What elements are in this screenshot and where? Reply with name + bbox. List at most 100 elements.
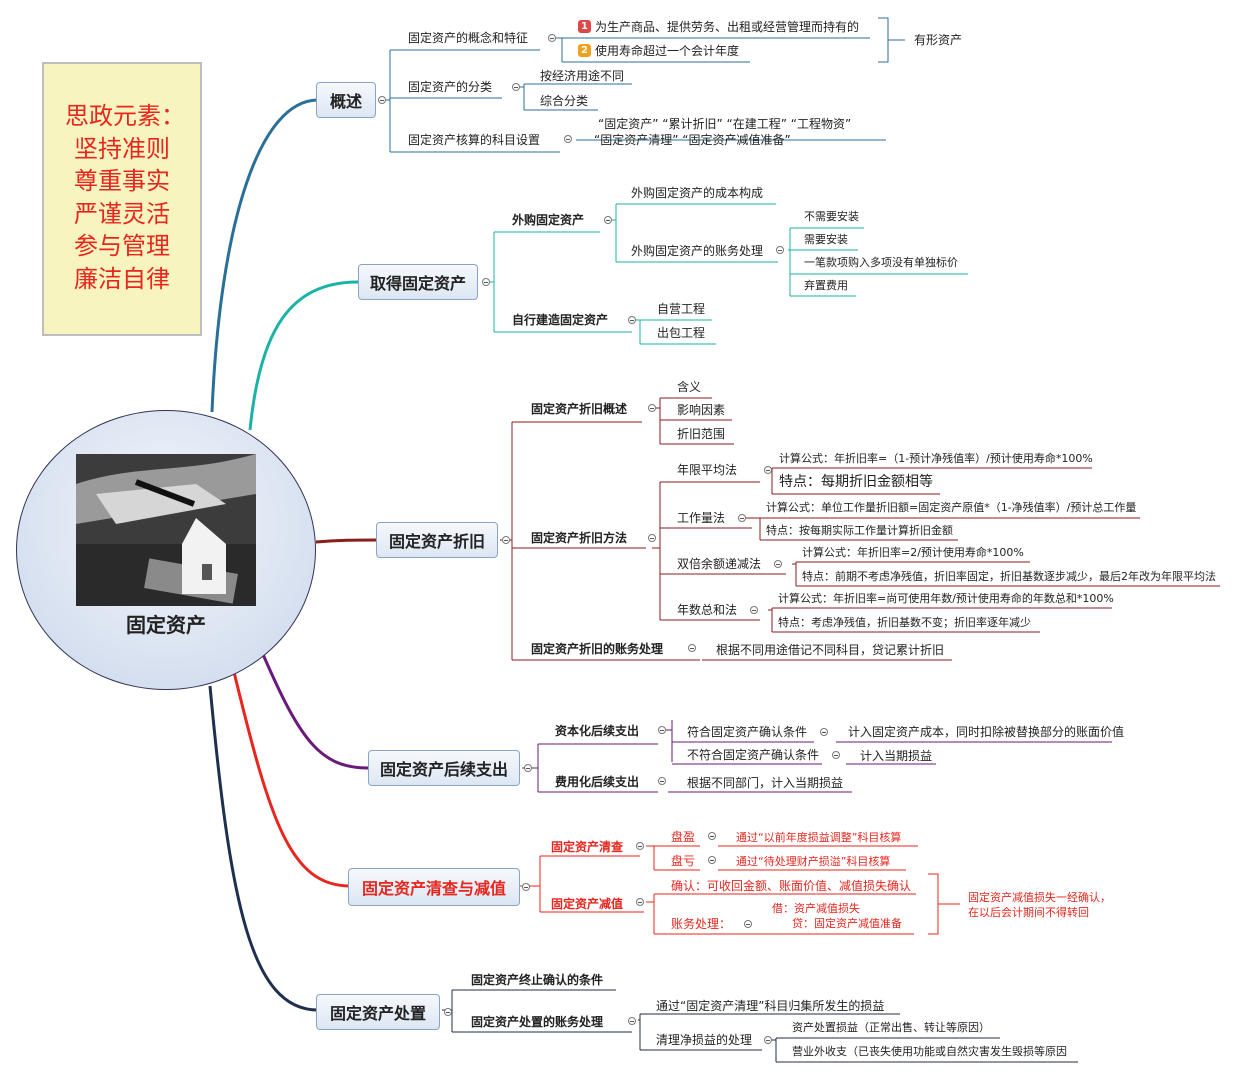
node-purchase-treatment[interactable]: 外购固定资产的账务处理 — [631, 244, 764, 258]
collapse-toggle-icon[interactable] — [750, 606, 758, 614]
collapse-toggle-icon[interactable] — [522, 883, 530, 891]
collapse-toggle-icon[interactable] — [658, 777, 666, 785]
node-cap-unqualified-detail[interactable]: 计入当期损益 — [860, 749, 933, 763]
node-double-declining[interactable]: 双倍余额递减法 — [677, 557, 762, 571]
node-impair-note-2[interactable]: 在以后会计期间不得转回 — [968, 906, 1089, 919]
collapse-toggle-icon[interactable] — [648, 404, 656, 412]
collapse-toggle-icon[interactable] — [688, 644, 696, 652]
collapse-toggle-icon[interactable] — [444, 1008, 452, 1016]
node-dep-overview[interactable]: 固定资产折旧概述 — [531, 402, 628, 416]
collapse-toggle-icon[interactable] — [648, 534, 656, 542]
node-impair-debit[interactable]: 借：资产减值损失 — [772, 902, 860, 915]
node-impairment[interactable]: 固定资产减值 — [551, 897, 624, 911]
node-expensed[interactable]: 费用化后续支出 — [555, 775, 640, 789]
node-cap-unqualified[interactable]: 不符合固定资产确认条件 — [687, 748, 820, 762]
collapse-toggle-icon[interactable] — [776, 246, 784, 254]
node-tangible-asset[interactable]: 有形资产 — [914, 33, 963, 47]
collapse-toggle-icon[interactable] — [564, 135, 572, 143]
collapse-toggle-icon[interactable] — [764, 1036, 772, 1044]
node-purchase-cost[interactable]: 外购固定资产的成本构成 — [631, 186, 764, 200]
node-self-build[interactable]: 自行建造固定资产 — [512, 313, 609, 327]
collapse-toggle-icon[interactable] — [604, 216, 612, 224]
node-sum-feature[interactable]: 特点：考虑净残值，折旧基数不变；折旧率逐年减少 — [778, 616, 1031, 629]
node-shortage-detail[interactable]: 通过“待处理财产损溢”科目核算 — [736, 855, 891, 868]
node-class-1[interactable]: 按经济用途不同 — [540, 69, 625, 83]
node-inventory-check[interactable]: 固定资产清查 — [551, 840, 624, 854]
node-factors[interactable]: 影响因素 — [677, 403, 726, 417]
collapse-toggle-icon[interactable] — [636, 898, 644, 906]
collapse-toggle-icon[interactable] — [636, 842, 644, 850]
node-impair-credit[interactable]: 贷：固定资产减值准备 — [792, 917, 902, 930]
node-class-2[interactable]: 综合分类 — [540, 94, 589, 108]
node-impair-accounting[interactable]: 账务处理： — [671, 917, 732, 931]
node-meaning[interactable]: 含义 — [677, 380, 702, 394]
node-disposal-account[interactable]: 通过“固定资产清理”科目归集所发生的损益 — [656, 999, 885, 1013]
node-feature-1[interactable]: 为生产商品、提供劳务、出租或经营管理而持有的 — [595, 20, 860, 34]
collapse-toggle-icon[interactable] — [502, 536, 510, 544]
topic-overview[interactable]: 概述 — [316, 82, 376, 118]
node-accounts[interactable]: 固定资产核算的科目设置 — [408, 133, 541, 147]
node-impair-confirm[interactable]: 确认：可收回金额、账面价值、减值损失确认 — [671, 879, 912, 893]
node-dep-accounting-detail[interactable]: 根据不同用途借记不同科目，贷记累计折旧 — [716, 643, 945, 657]
topic-acquire[interactable]: 取得固定资产 — [358, 264, 478, 300]
topic-depreciation[interactable]: 固定资产折旧 — [376, 522, 498, 558]
node-surplus[interactable]: 盘盈 — [671, 830, 696, 844]
node-straight-line[interactable]: 年限平均法 — [677, 463, 738, 477]
node-treatment-2[interactable]: 需要安装 — [804, 233, 848, 246]
collapse-toggle-icon[interactable] — [378, 96, 386, 104]
node-double-formula[interactable]: 计算公式：年折旧率=2/预计使用寿命*100% — [802, 546, 1024, 559]
topic-subsequent[interactable]: 固定资产后续支出 — [368, 750, 520, 786]
collapse-toggle-icon[interactable] — [524, 764, 532, 772]
node-dep-accounting[interactable]: 固定资产折旧的账务处理 — [531, 642, 664, 656]
node-impair-note-1[interactable]: 固定资产减值损失一经确认， — [968, 891, 1111, 904]
topic-disposal[interactable]: 固定资产处置 — [316, 994, 440, 1030]
node-sum-of-years[interactable]: 年数总和法 — [677, 603, 738, 617]
collapse-toggle-icon[interactable] — [738, 514, 746, 522]
node-self-operated[interactable]: 自营工程 — [657, 302, 706, 316]
collapse-toggle-icon[interactable] — [512, 83, 520, 91]
collapse-toggle-icon[interactable] — [628, 316, 636, 324]
collapse-toggle-icon[interactable] — [708, 832, 716, 840]
collapse-toggle-icon[interactable] — [548, 34, 556, 42]
node-treatment-1[interactable]: 不需要安装 — [804, 210, 859, 223]
node-units-of-production[interactable]: 工作量法 — [677, 511, 726, 525]
node-units-formula[interactable]: 计算公式：单位工作量折旧额=固定资产原值*（1-净残值率）/预计总工作量 — [766, 501, 1137, 514]
node-expensed-detail[interactable]: 根据不同部门，计入当期损益 — [687, 776, 844, 790]
collapse-toggle-icon[interactable] — [774, 560, 782, 568]
node-gain-disposal[interactable]: 资产处置损益（正常出售、转让等原因） — [792, 1021, 990, 1034]
collapse-toggle-icon[interactable] — [482, 278, 490, 286]
node-derecognition[interactable]: 固定资产终止确认的条件 — [471, 973, 604, 987]
node-net-gain-loss[interactable]: 清理净损益的处理 — [656, 1033, 753, 1047]
topic-inventory[interactable]: 固定资产清查与减值 — [348, 868, 520, 906]
node-disposal-accounting[interactable]: 固定资产处置的账务处理 — [471, 1015, 604, 1029]
node-dep-methods[interactable]: 固定资产折旧方法 — [531, 531, 628, 545]
node-capitalized[interactable]: 资本化后续支出 — [555, 724, 640, 738]
node-classification[interactable]: 固定资产的分类 — [408, 80, 493, 94]
node-treatment-4[interactable]: 弃置费用 — [804, 279, 848, 292]
node-purchase[interactable]: 外购固定资产 — [512, 213, 585, 227]
node-straight-line-feature[interactable]: 特点：每期折旧金额相等 — [779, 474, 933, 490]
node-cap-qualified-detail[interactable]: 计入固定资产成本，同时扣除被替换部分的账面价值 — [848, 725, 1125, 739]
collapse-toggle-icon[interactable] — [628, 1017, 636, 1025]
collapse-toggle-icon[interactable] — [832, 751, 840, 759]
node-concept[interactable]: 固定资产的概念和特征 — [408, 31, 529, 45]
node-straight-line-formula[interactable]: 计算公式：年折旧率=（1-预计净残值率）/预计使用寿命*100% — [779, 452, 1093, 465]
node-treatment-3[interactable]: 一笔款项购入多项没有单独标价 — [804, 256, 958, 269]
node-sum-formula[interactable]: 计算公式：年折旧率=尚可使用年数/预计使用寿命的年数总和*100% — [778, 592, 1114, 605]
node-accounts-list-1[interactable]: “固定资产” “累计折旧” “在建工程” “工程物资” — [598, 117, 852, 131]
node-cap-qualified[interactable]: 符合固定资产确认条件 — [687, 725, 808, 739]
node-non-operating[interactable]: 营业外收支（已丧失使用功能或自然灾害发生毁损等原因 — [792, 1045, 1067, 1058]
collapse-toggle-icon[interactable] — [708, 856, 716, 864]
node-scope[interactable]: 折旧范围 — [677, 427, 726, 441]
node-double-feature[interactable]: 特点：前期不考虑净残值，折旧率固定，折旧基数逐步减少，最后2年改为年限平均法 — [802, 570, 1216, 583]
node-contracted[interactable]: 出包工程 — [657, 326, 706, 340]
node-surplus-detail[interactable]: 通过“以前年度损益调整”科目核算 — [736, 831, 902, 844]
node-units-feature[interactable]: 特点：按每期实际工作量计算折旧金额 — [766, 524, 953, 537]
collapse-toggle-icon[interactable] — [764, 466, 772, 474]
collapse-toggle-icon[interactable] — [744, 920, 752, 928]
node-feature-2[interactable]: 使用寿命超过一个会计年度 — [595, 44, 740, 58]
node-accounts-list-2[interactable]: “固定资产清理” “固定资产减值准备” — [594, 133, 791, 147]
node-shortage[interactable]: 盘亏 — [671, 854, 696, 868]
collapse-toggle-icon[interactable] — [820, 728, 828, 736]
collapse-toggle-icon[interactable] — [658, 726, 666, 734]
